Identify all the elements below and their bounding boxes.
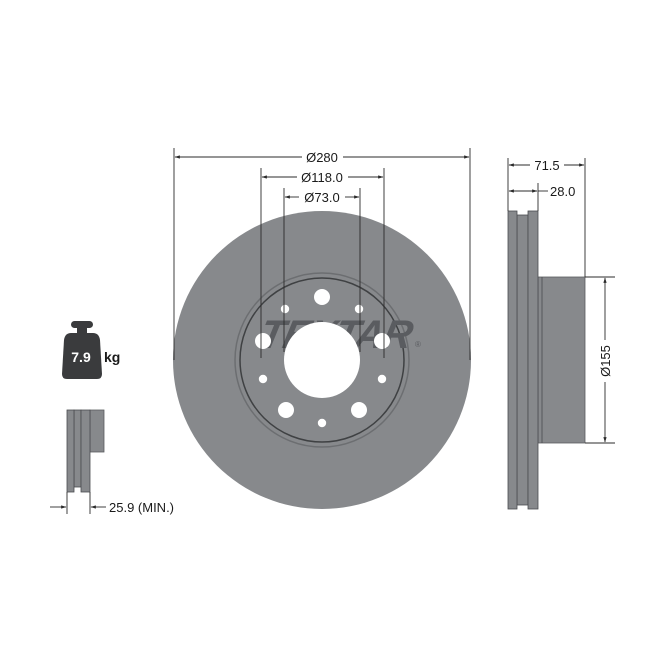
weight-value: 7.9 <box>71 349 91 365</box>
svg-text:®: ® <box>415 340 421 349</box>
dimension-bolt-circle: Ø118.0 <box>261 170 384 185</box>
dimension-disc-thickness: 28.0 <box>508 184 575 199</box>
svg-text:Ø155: Ø155 <box>598 345 613 377</box>
hat-ring-outer <box>234 272 410 448</box>
dimension-hat-diameter: Ø155 <box>598 277 613 443</box>
large-bolt-holes <box>255 289 390 418</box>
min-thickness-label: 25.9 (MIN.) <box>109 500 174 515</box>
svg-text:Ø118.0: Ø118.0 <box>301 170 343 185</box>
min-thickness-profile: 25.9 (MIN.) <box>50 409 174 515</box>
dimension-center-bore: Ø73.0 <box>284 190 360 205</box>
svg-text:28.0: 28.0 <box>550 184 575 199</box>
friction-plate-outer <box>507 210 518 510</box>
small-holes <box>258 304 387 428</box>
friction-plate-inner <box>527 210 539 510</box>
extension-lines <box>173 148 471 360</box>
center-bore <box>284 322 360 398</box>
weight-icon: 7.9 <box>62 321 102 379</box>
svg-text:Ø280: Ø280 <box>306 150 338 165</box>
svg-text:71.5: 71.5 <box>534 158 559 173</box>
svg-text:Ø73.0: Ø73.0 <box>304 190 339 205</box>
hat-section <box>537 276 586 444</box>
dimension-outer-diameter: Ø280 <box>174 150 470 165</box>
dimension-total-height: 71.5 <box>508 158 585 173</box>
weight-unit: kg <box>104 349 120 365</box>
side-view: 71.5 28.0 Ø155 <box>507 158 615 510</box>
front-view: TEXTAR ® <box>173 148 471 509</box>
hat-ring-inner <box>239 277 405 443</box>
